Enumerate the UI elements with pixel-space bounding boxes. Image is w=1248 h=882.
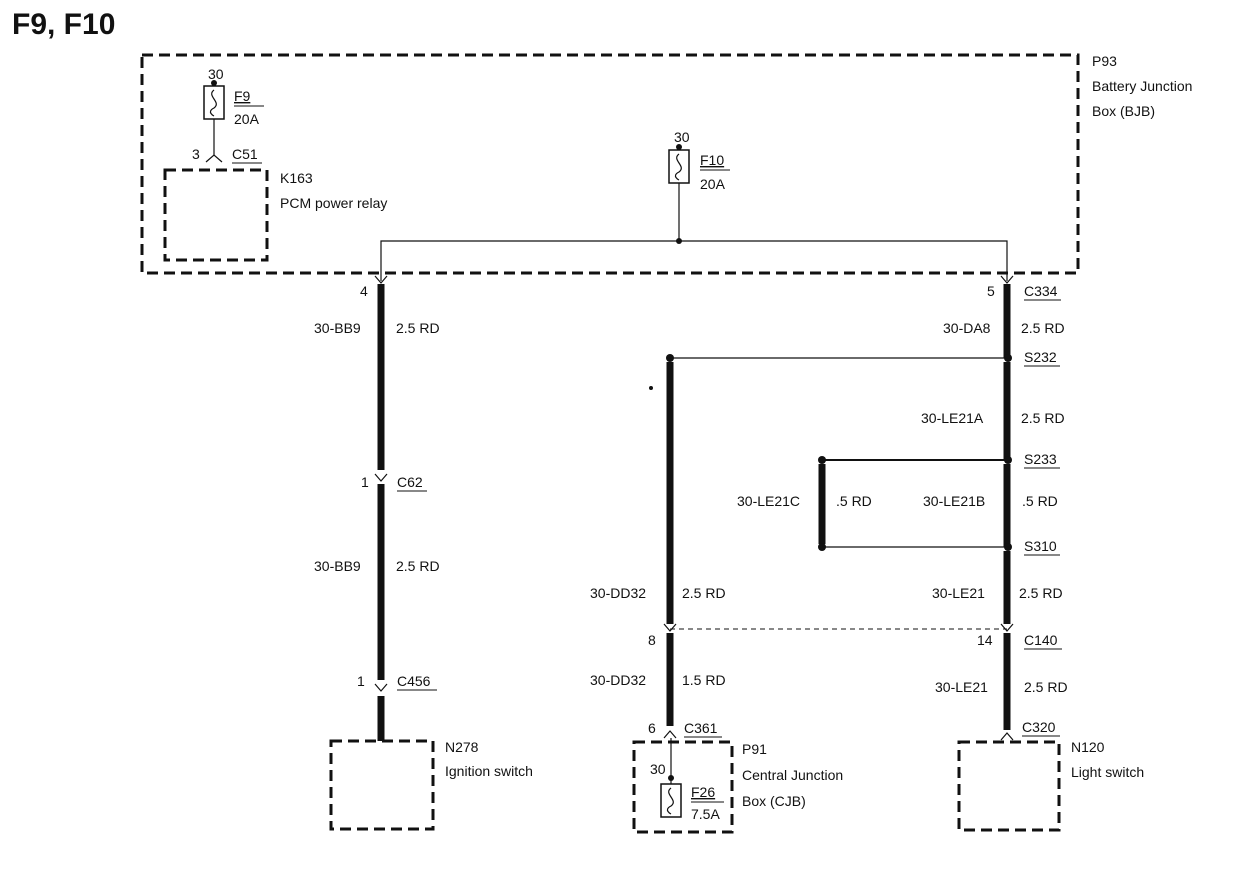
ignition-switch-box bbox=[329, 739, 435, 831]
c140-pin-right: 14 bbox=[977, 632, 993, 648]
ignition-name: Ignition switch bbox=[445, 763, 533, 779]
bjb-box bbox=[140, 53, 1080, 275]
page-title: F9, F10 bbox=[12, 8, 115, 41]
wire-bb9-top-circuit: 30-BB9 bbox=[314, 320, 361, 336]
f9-terminal-label: 30 bbox=[208, 66, 224, 82]
s232-name: S232 bbox=[1024, 349, 1057, 365]
light-id: N120 bbox=[1071, 739, 1105, 755]
f10-rating: 20A bbox=[700, 176, 726, 192]
s233-left-dot bbox=[818, 456, 826, 464]
wire-le21a-circuit: 30-LE21A bbox=[921, 410, 984, 426]
c456-pin: 1 bbox=[357, 673, 365, 689]
c62-name: C62 bbox=[397, 474, 423, 490]
c51-connector-symbol bbox=[205, 154, 223, 163]
wire-bb9-top-spec: 2.5 RD bbox=[396, 320, 440, 336]
wire-le21-lower-circuit: 30-LE21 bbox=[935, 679, 988, 695]
f26-fuse-body bbox=[660, 783, 682, 818]
bjb-name-line2: Box (BJB) bbox=[1092, 103, 1155, 119]
c320-name: C320 bbox=[1022, 719, 1056, 735]
wire-bb9-bottom-spec: 2.5 RD bbox=[396, 558, 440, 574]
cjb-name-line2: Box (CJB) bbox=[742, 793, 806, 809]
wire-le21-lower-spec: 2.5 RD bbox=[1024, 679, 1068, 695]
cjb-box bbox=[632, 740, 734, 834]
wire-le21b-spec: .5 RD bbox=[1022, 493, 1058, 509]
c361-pin: 6 bbox=[648, 720, 656, 736]
ignition-id: N278 bbox=[445, 739, 479, 755]
c361-connector-symbol bbox=[663, 730, 677, 739]
s233-name: S233 bbox=[1024, 451, 1057, 467]
f9-rating: 20A bbox=[234, 111, 260, 127]
wire-le21-upper-spec: 2.5 RD bbox=[1019, 585, 1063, 601]
wire-da8-circuit: 30-DA8 bbox=[943, 320, 991, 336]
s232-left-dot bbox=[666, 354, 674, 362]
cjb-id: P91 bbox=[742, 741, 767, 757]
relay-id: K163 bbox=[280, 170, 313, 186]
f10-fuse-icon bbox=[674, 153, 682, 181]
wire-le21a-spec: 2.5 RD bbox=[1021, 410, 1065, 426]
f9-fuse-icon bbox=[209, 89, 217, 117]
wire-da8-spec: 2.5 RD bbox=[1021, 320, 1065, 336]
cjb-name-line1: Central Junction bbox=[742, 767, 843, 783]
c62-connector-symbol bbox=[374, 473, 388, 482]
f9-name: F9 bbox=[234, 88, 251, 104]
f9-fuse-body bbox=[203, 85, 225, 120]
light-switch-box bbox=[957, 740, 1061, 832]
c62-pin: 1 bbox=[361, 474, 369, 490]
c51-name: C51 bbox=[232, 146, 258, 162]
wire-bb9-bottom-circuit: 30-BB9 bbox=[314, 558, 361, 574]
s310-splice-dot bbox=[1004, 543, 1012, 551]
c51-pin: 3 bbox=[192, 146, 200, 162]
wire-le21b-circuit: 30-LE21B bbox=[923, 493, 985, 509]
f10-fuse-body bbox=[668, 149, 690, 184]
c140-right-symbol bbox=[1000, 623, 1014, 632]
c140-left-symbol bbox=[663, 623, 677, 632]
f26-terminal-dot bbox=[668, 775, 674, 781]
bjb-internal-bus bbox=[380, 240, 1008, 281]
wire-dd32-upper-spec: 2.5 RD bbox=[682, 585, 726, 601]
f26-name: F26 bbox=[691, 784, 715, 800]
c361-name: C361 bbox=[684, 720, 718, 736]
wire-le21c-spec: .5 RD bbox=[836, 493, 872, 509]
c334-pin: 5 bbox=[987, 283, 995, 299]
wire-dd32-upper-circuit: 30-DD32 bbox=[590, 585, 646, 601]
f10-name: F10 bbox=[700, 152, 724, 168]
wire-dd32-lower-circuit: 30-DD32 bbox=[590, 672, 646, 688]
c334-connector-symbol bbox=[1000, 275, 1014, 284]
c456-connector-symbol bbox=[374, 683, 388, 692]
f26-terminal-label: 30 bbox=[650, 761, 666, 777]
wire-dd32-lower-spec: 1.5 RD bbox=[682, 672, 726, 688]
wire-le21c-circuit: 30-LE21C bbox=[737, 493, 800, 509]
f26-rating: 7.5A bbox=[691, 806, 720, 822]
s310-name: S310 bbox=[1024, 538, 1057, 554]
c320-connector-symbol bbox=[1000, 732, 1014, 741]
f10-terminal-dot bbox=[676, 144, 682, 150]
relay-name: PCM power relay bbox=[280, 195, 387, 211]
bjb-id: P93 bbox=[1092, 53, 1117, 69]
c140-pin-left: 8 bbox=[648, 632, 656, 648]
wire-le21-upper-circuit: 30-LE21 bbox=[932, 585, 985, 601]
left-pin-connector-symbol bbox=[374, 275, 388, 284]
c456-name: C456 bbox=[397, 673, 431, 689]
bjb-name-line1: Battery Junction bbox=[1092, 78, 1192, 94]
c334-name: C334 bbox=[1024, 283, 1058, 299]
light-name: Light switch bbox=[1071, 764, 1144, 780]
bjb-left-pin: 4 bbox=[360, 283, 368, 299]
stray-dot bbox=[649, 386, 653, 390]
f10-terminal-label: 30 bbox=[674, 129, 690, 145]
c140-name: C140 bbox=[1024, 632, 1058, 648]
f26-fuse-icon bbox=[666, 787, 674, 815]
relay-box bbox=[163, 168, 269, 262]
